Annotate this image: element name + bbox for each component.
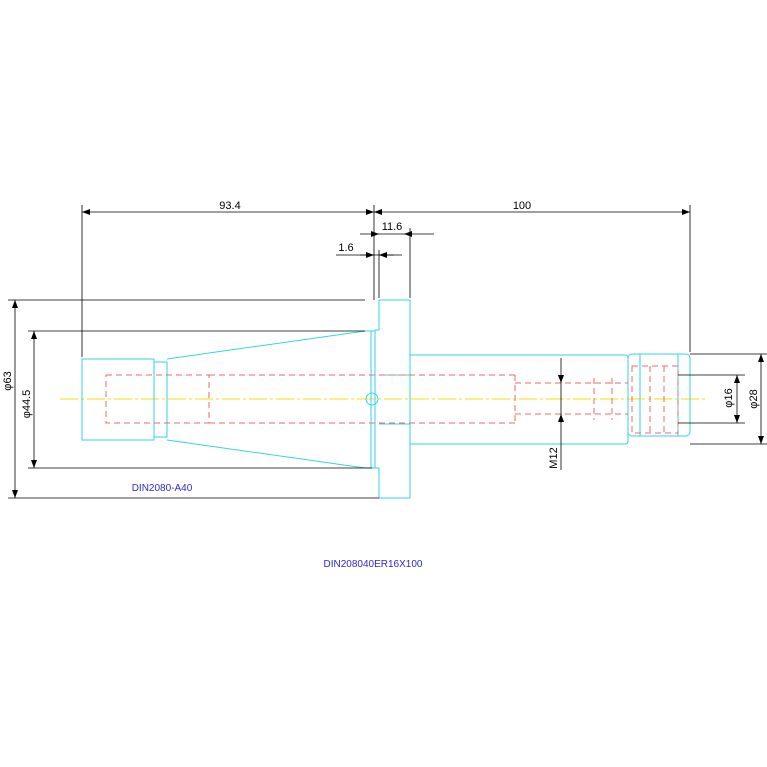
dim-dia-16: φ16 xyxy=(723,388,735,407)
dim-100: 100 xyxy=(513,200,531,212)
dim-1-6: 1.6 xyxy=(338,242,353,254)
dim-dia-44-5: φ44.5 xyxy=(21,390,33,419)
dim-dia-63: φ63 xyxy=(2,371,14,390)
dim-dia-28: φ28 xyxy=(748,389,760,408)
dim-93-4: 93.4 xyxy=(219,200,240,212)
dim-m12: M12 xyxy=(548,447,560,468)
dimension-lines xyxy=(8,205,767,499)
dim-11-6: 11.6 xyxy=(382,221,403,233)
holder-outline xyxy=(81,299,691,499)
hidden-lines xyxy=(105,365,679,434)
label-din208040er16x100: DIN208040ER16X100 xyxy=(324,559,423,570)
label-din2080-a40: DIN2080-A40 xyxy=(132,483,193,494)
